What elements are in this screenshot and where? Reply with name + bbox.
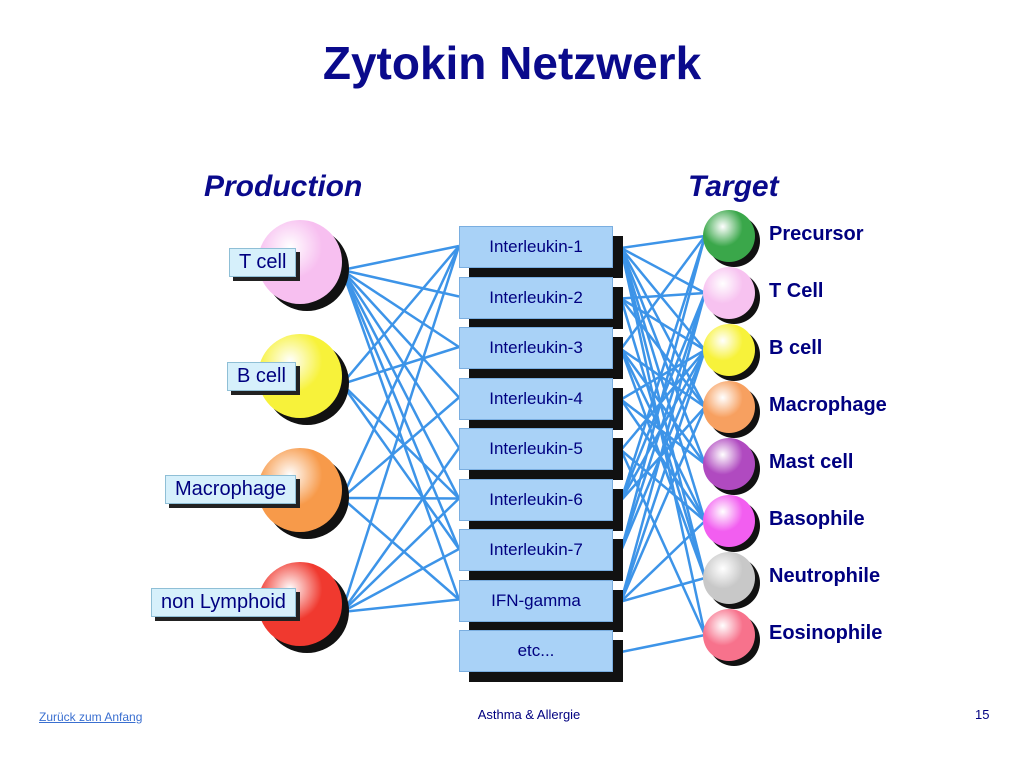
target-label-t-cell: T Cell xyxy=(769,280,824,302)
production-edge xyxy=(341,496,460,500)
cytokine-box-ifn-gamma: IFN-gamma xyxy=(459,579,613,622)
production-edge xyxy=(341,497,460,613)
production-heading: Production xyxy=(204,170,363,203)
target-edge xyxy=(619,292,707,552)
footer-title: Asthma & Allergie xyxy=(477,707,581,722)
target-label-macrophage: Macrophage xyxy=(769,394,887,416)
cytokine-box-interleukin-2: Interleukin-2 xyxy=(459,276,613,319)
production-edge xyxy=(341,244,460,272)
target-label-eosinophile: Eosinophile xyxy=(769,622,883,644)
production-edge xyxy=(341,598,460,614)
target-edge xyxy=(620,234,706,250)
target-edge xyxy=(619,235,707,501)
production-edge xyxy=(340,269,461,449)
target-sphere-basophile xyxy=(703,495,755,547)
cytokine-box-interleukin-6: Interleukin-6 xyxy=(459,478,613,521)
target-edge xyxy=(619,449,707,636)
producer-sphere-t-cell xyxy=(258,220,342,304)
production-edge xyxy=(341,497,460,601)
target-sphere-precursor xyxy=(703,210,755,262)
production-edge xyxy=(341,268,460,298)
cytokine-box-interleukin-7: Interleukin-7 xyxy=(459,529,613,571)
target-edge xyxy=(619,349,707,602)
cytokine-box-interleukin-1: Interleukin-1 xyxy=(459,226,613,268)
cytokine-box-etc: etc... xyxy=(459,630,613,672)
target-edge xyxy=(619,348,707,465)
production-edge xyxy=(341,269,460,399)
target-edge xyxy=(619,348,707,579)
producer-sphere-non-lymphoid xyxy=(258,562,342,646)
production-edge xyxy=(341,383,460,500)
production-edge xyxy=(341,245,460,385)
target-edge xyxy=(619,298,707,579)
target-edge xyxy=(619,348,707,522)
production-edge xyxy=(341,396,460,499)
target-edge xyxy=(620,576,706,603)
target-sphere-macrophage xyxy=(703,381,755,433)
target-edge xyxy=(620,406,706,502)
target-heading: Target xyxy=(688,170,779,203)
cytokine-box-interleukin-4: Interleukin-4 xyxy=(459,377,613,420)
target-label-precursor: Precursor xyxy=(769,223,864,245)
target-edge xyxy=(619,292,707,602)
target-edge xyxy=(620,520,706,603)
target-edge xyxy=(620,398,706,465)
target-edge xyxy=(620,633,706,654)
target-sphere-b-cell xyxy=(703,324,755,376)
target-edge xyxy=(619,235,707,552)
producer-label-b-cell: B cell xyxy=(227,362,296,391)
target-edge xyxy=(619,247,707,522)
producer-label-t-cell: T cell xyxy=(229,248,297,277)
production-edge xyxy=(340,447,461,613)
target-sphere-neutrophile xyxy=(703,552,755,604)
cytokine-box-interleukin-3: Interleukin-3 xyxy=(459,327,613,369)
target-sphere-t-cell xyxy=(703,267,755,319)
producer-label-non-lymphoid: non Lymphoid xyxy=(151,588,296,617)
target-edge xyxy=(619,398,707,522)
target-sphere-eosinophile xyxy=(703,609,755,661)
producer-sphere-b-cell xyxy=(258,334,342,418)
target-edge xyxy=(619,235,707,350)
target-label-basophile: Basophile xyxy=(769,508,865,530)
target-edge xyxy=(619,247,707,465)
production-edge xyxy=(341,268,460,349)
production-edge xyxy=(341,345,460,386)
page-number: 15 xyxy=(975,707,990,722)
production-edge xyxy=(340,245,461,613)
target-edge xyxy=(619,247,707,579)
target-label-b-cell: B cell xyxy=(769,337,823,359)
target-edge xyxy=(620,347,706,409)
production-edge xyxy=(340,269,461,500)
production-edge xyxy=(340,245,461,499)
target-edge xyxy=(619,406,707,602)
production-edge xyxy=(340,269,461,550)
back-to-start-link[interactable]: Zurück zum Anfang xyxy=(39,710,143,724)
target-label-neutrophile: Neutrophile xyxy=(769,565,881,587)
cytokine-box-interleukin-5: Interleukin-5 xyxy=(459,428,613,470)
slide-title: Zytokin Netzwerk xyxy=(322,37,702,89)
producer-sphere-macrophage xyxy=(258,448,342,532)
production-edge xyxy=(340,269,461,600)
producer-label-macrophage: Macrophage xyxy=(165,475,297,504)
target-edge xyxy=(620,348,706,401)
target-edge xyxy=(620,291,706,300)
target-sphere-mast-cell xyxy=(703,438,755,490)
production-edge xyxy=(340,383,461,550)
target-label-mast-cell: Mast cell xyxy=(769,451,854,473)
production-edge xyxy=(341,547,460,614)
target-edge xyxy=(620,449,706,522)
